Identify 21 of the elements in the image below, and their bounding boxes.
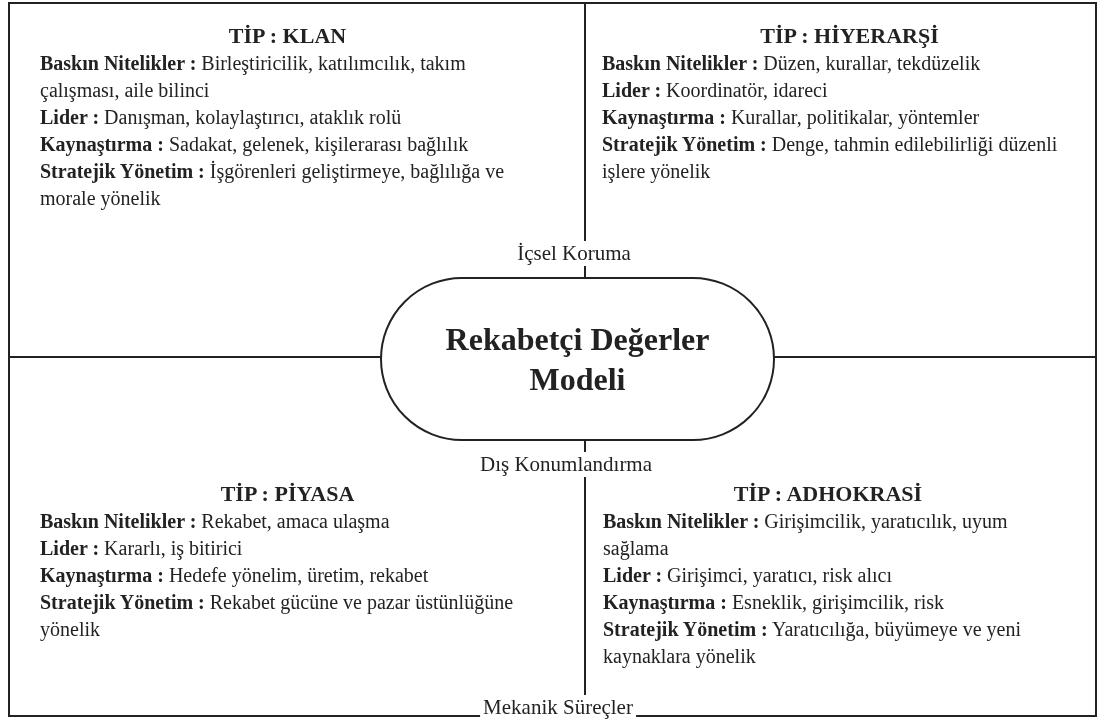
- quadrant-heading: TİP : PİYASA: [219, 480, 356, 508]
- attribute-text: Stratejik Yönetim : İşgörenleri geliştirmeye, bağlılığa ve morale yönelik: [40, 159, 506, 212]
- attribute-text: Kaynaştırma : Sadakat, gelenek, kişilerarası bağlılık: [40, 132, 470, 158]
- attribute-text: Kaynaştırma : Kurallar, politikalar, yöntemler: [602, 105, 981, 131]
- attribute-text: Stratejik Yönetim : Rekabet gücüne ve pazar üstünlüğüne yönelik: [40, 590, 514, 643]
- axis-label: Mekanik Süreçler: [480, 695, 636, 720]
- attribute-text: Lider : Koordinatör, idareci: [602, 78, 829, 103]
- attribute-text: Stratejik Yönetim : Yaratıcılığa, büyümeye ve yeni kaynaklara yönelik: [603, 617, 1023, 670]
- attribute-text: Stratejik Yönetim : Denge, tahmin edilebilirliği düzenli işlere yönelik: [602, 132, 1059, 185]
- attribute-text: Baskın Nitelikler : Girişimcilik, yaratıcılık, uyum sağlama: [603, 509, 1009, 562]
- attribute-text: Lider : Danışman, kolaylaştırıcı, ataklık rolü: [40, 105, 403, 131]
- attribute-text: Lider : Kararlı, iş bitirici: [40, 536, 244, 562]
- attribute-text: Kaynaştırma : Hedefe yönelim, üretim, rekabet: [40, 563, 430, 589]
- attribute-text: Baskın Nitelikler : Birleştiricilik, katılımcılık, takım çalışması, aile bilinci: [40, 51, 467, 104]
- attribute-text: Kaynaştırma : Esneklik, girişimcilik, risk: [603, 590, 946, 616]
- attribute-text: Baskın Nitelikler : Düzen, kurallar, tekdüzelik: [602, 51, 982, 76]
- attribute-text: Baskın Nitelikler : Rekabet, amaca ulaşma: [40, 509, 391, 535]
- quadrant-heading: TİP : HİYERARŞİ: [759, 22, 940, 50]
- quadrant-heading: TİP : ADHOKRASİ: [732, 480, 924, 508]
- quadrant-heading: TİP : KLAN: [227, 22, 348, 50]
- attribute-text: Lider : Girişimci, yaratıcı, risk alıcı: [603, 563, 893, 589]
